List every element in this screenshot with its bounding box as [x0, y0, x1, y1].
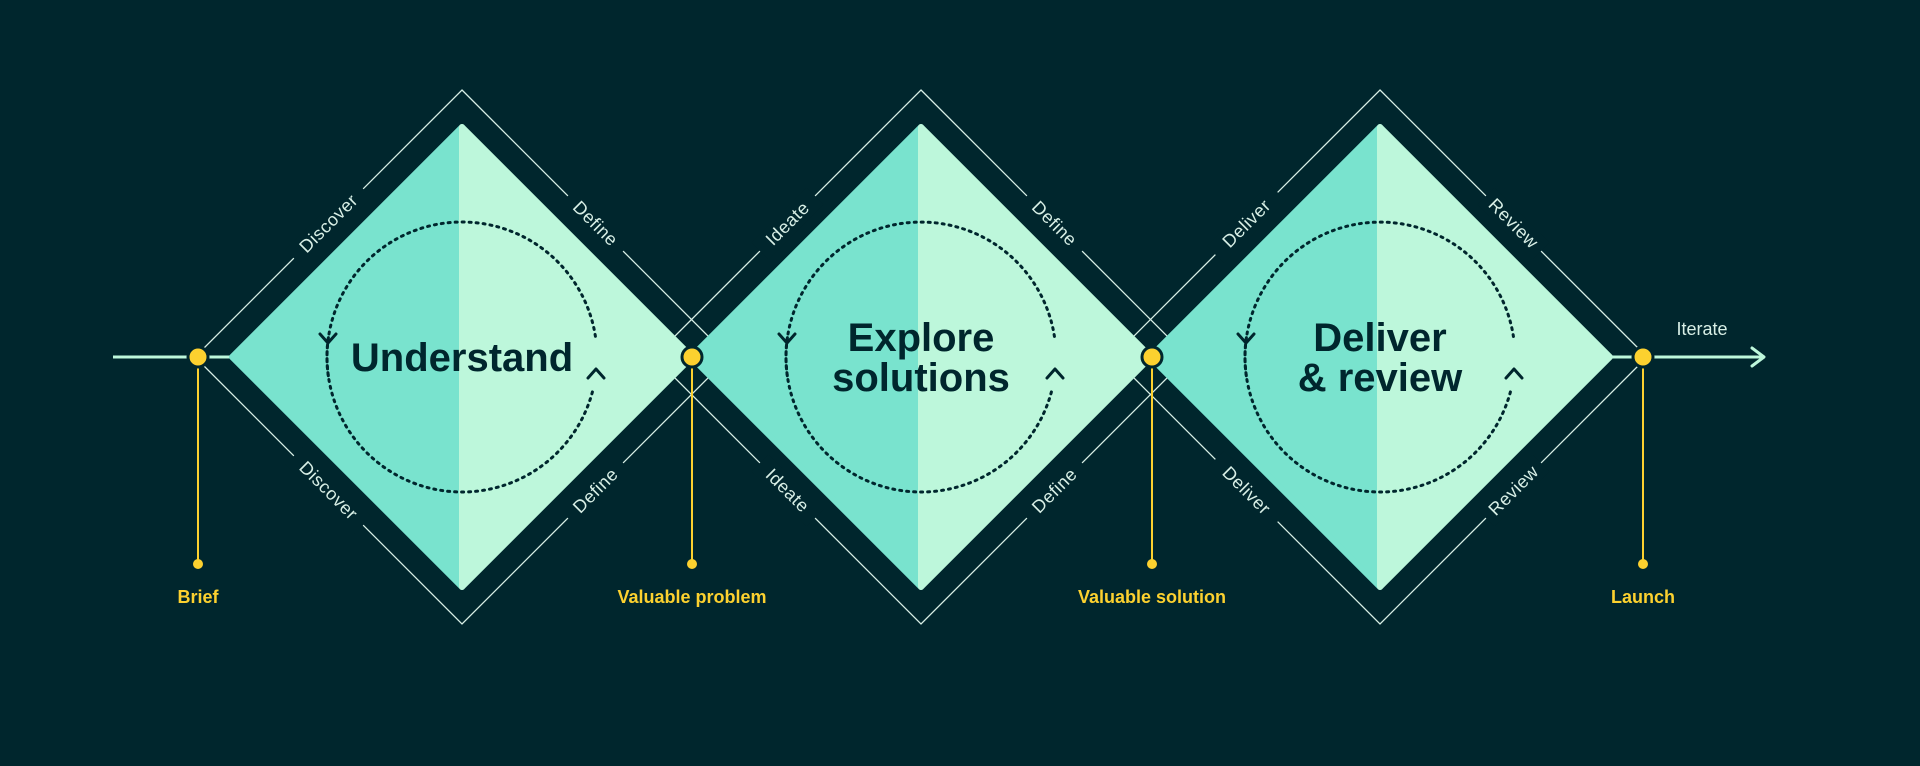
edge-label-mask	[1018, 454, 1091, 527]
milestone-4: Launch	[1611, 345, 1675, 607]
phase-title-line: Deliver	[1313, 316, 1446, 360]
edge-label-mask	[751, 187, 824, 260]
phase-title-line: solutions	[832, 356, 1010, 400]
phase-outline-diamond	[653, 89, 1189, 625]
edge-label-mask	[285, 447, 372, 534]
milestone-node	[186, 345, 210, 369]
edge-label-mask	[1477, 187, 1550, 260]
iterate-label: Iterate	[1676, 319, 1727, 339]
milestone-layer: Brief Valuable problem Valuable solution La…	[177, 345, 1675, 607]
phase-title-line: Understand	[351, 336, 573, 380]
milestone-endpoint	[193, 559, 203, 569]
edge-label-mask	[751, 454, 824, 527]
phase-diamond-right-half	[459, 124, 695, 590]
phase-diamond-right-half	[918, 124, 1154, 590]
cycle-arc-upper	[1243, 220, 1516, 378]
phase-outline-diamond	[1112, 89, 1648, 625]
edge-label-mask	[1477, 454, 1550, 527]
milestone-endpoint	[1147, 559, 1157, 569]
milestone-node	[680, 345, 704, 369]
phase-title: Deliver& review	[1298, 316, 1463, 400]
milestone-label: Brief	[177, 587, 219, 607]
phase-3: Deliver& review	[1147, 124, 1613, 590]
cycle-arc-lower	[784, 332, 1053, 494]
chevron-down-icon	[318, 332, 338, 345]
milestone-node	[1631, 345, 1655, 369]
phase-title: Understand	[351, 336, 573, 380]
chevron-up-icon	[586, 367, 606, 380]
milestone-node	[1140, 345, 1164, 369]
cycle-arc-upper	[325, 220, 598, 378]
milestone-3: Valuable solution	[1078, 345, 1226, 607]
milestone-endpoint	[1638, 559, 1648, 569]
milestone-label: Valuable problem	[617, 587, 766, 607]
milestone-1: Brief	[177, 345, 220, 607]
phase-title-line: & review	[1298, 356, 1463, 400]
edge-label-mask	[285, 180, 372, 267]
milestone-endpoint	[687, 559, 697, 569]
edge-label-mask	[559, 454, 632, 527]
phase-1: Understand	[229, 124, 695, 590]
cycle-arc-lower	[1243, 332, 1512, 494]
cycle-arc-lower	[325, 332, 594, 494]
chevron-up-icon	[1504, 367, 1524, 380]
outline-layer	[194, 89, 1648, 625]
milestone-label: Valuable solution	[1078, 587, 1226, 607]
milestone-2: Valuable problem	[617, 345, 767, 607]
arrow-head-icon	[1750, 346, 1766, 368]
chevron-down-icon	[1236, 332, 1256, 345]
phase-title-line: Explore	[848, 316, 995, 360]
edge-label-mask	[1206, 450, 1287, 531]
phase-outline-diamond	[194, 89, 730, 625]
cycle-arc-upper	[784, 220, 1057, 378]
edge-label-mask	[559, 187, 632, 260]
edge-label-mask	[1206, 183, 1287, 264]
edge-label-mask	[1018, 187, 1091, 260]
phase-diamond-right-half	[1377, 124, 1613, 590]
chevron-down-icon	[777, 332, 797, 345]
chevron-up-icon	[1045, 367, 1065, 380]
milestone-label: Launch	[1611, 587, 1675, 607]
